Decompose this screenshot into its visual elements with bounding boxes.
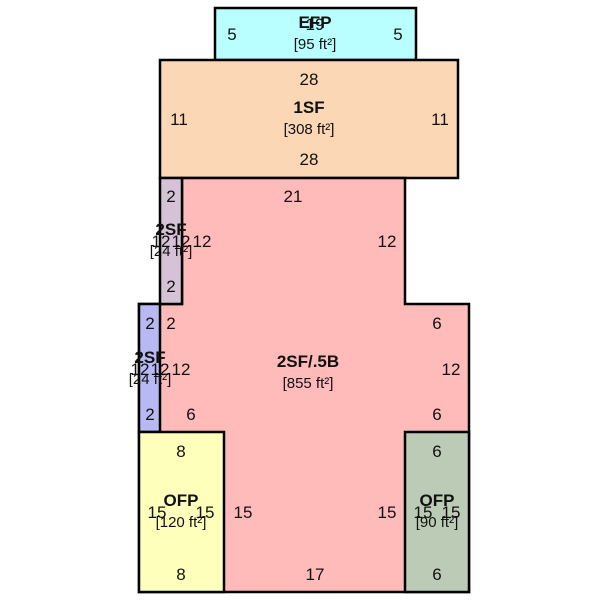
sf2-lower-label: 2SF	[134, 348, 165, 367]
sf1-label: 1SF	[293, 98, 324, 117]
ofp-left-dim-left: 15	[148, 503, 167, 522]
main-label: 2SF/.5B	[277, 352, 339, 371]
ofp-left-dim-right: 15	[196, 503, 215, 522]
ofp-right-dim-left: 15	[414, 503, 433, 522]
efp-label: EFP	[298, 13, 331, 32]
ofp-left-area-text: [120 ft²]	[156, 514, 207, 531]
ofp-right-dim-right: 15	[442, 503, 461, 522]
main-dim-right-15: 15	[378, 503, 397, 522]
sf2-lower-area-text: [24 ft²]	[129, 371, 172, 388]
sf2-lower-dim-left: 12	[131, 360, 150, 379]
sf2-lower-dim-top: 2	[145, 314, 154, 333]
ofp-left-dim-top: 8	[176, 442, 185, 461]
ofp-right-area-text: [90 ft²]	[416, 514, 459, 531]
sf2-upper-dim-right: 12	[172, 232, 191, 251]
sf2-upper-dim-left: 12	[152, 232, 171, 251]
efp-area	[213, 6, 418, 62]
main-dim-bottom-right: 6	[432, 405, 441, 424]
main-dim-lower-left: 12	[172, 360, 191, 379]
sf2-lower-dim-right: 12	[151, 360, 170, 379]
main-dim-upper-left: 12	[193, 232, 212, 251]
first-floor-area	[158, 58, 460, 180]
second-floor-strip-upper	[158, 176, 184, 306]
main-dim-left-15: 15	[234, 503, 253, 522]
ofp-right-dim-top: 6	[432, 442, 441, 461]
sf2-lower-dim-bottom: 2	[145, 405, 154, 424]
sf2-upper-label: 2SF	[155, 220, 186, 239]
ofp-left-dim-bottom: 8	[176, 565, 185, 584]
main-dim-right-step: 6	[432, 314, 441, 333]
ofp-right-dim-bottom: 6	[432, 565, 441, 584]
main-dim-top: 21	[284, 187, 303, 206]
main-dim-bottom-left: 6	[186, 405, 195, 424]
sf1-dim-left: 11	[170, 110, 188, 129]
efp-dim-top: 19	[306, 15, 325, 34]
sf2-upper-dim-bottom: 2	[166, 277, 175, 296]
sf1-area-text: [308 ft²]	[284, 121, 335, 138]
main-dim-upper-right: 12	[378, 232, 397, 251]
sf2-upper-area-text: [24 ft²]	[150, 243, 193, 260]
efp-dim-left: 5	[227, 25, 236, 44]
main-dim-lower-right: 12	[442, 360, 461, 379]
sf1-dim-bottom: 28	[300, 150, 319, 169]
sf1-dim-top: 28	[300, 70, 319, 89]
sf2-upper-dim-top: 2	[166, 187, 175, 206]
open-porch-right	[403, 430, 471, 594]
open-porch-left	[137, 430, 226, 594]
ofp-right-label: OFP	[420, 491, 455, 510]
main-area-text: [855 ft²]	[283, 375, 334, 392]
efp-dim-right: 5	[393, 25, 402, 44]
ofp-left-label: OFP	[164, 491, 199, 510]
main-dim-left-step: 2	[166, 314, 175, 333]
efp-area-text: [95 ft²]	[294, 36, 337, 53]
sf1-dim-right: 11	[431, 110, 449, 129]
main-dim-bottom: 17	[306, 565, 325, 584]
